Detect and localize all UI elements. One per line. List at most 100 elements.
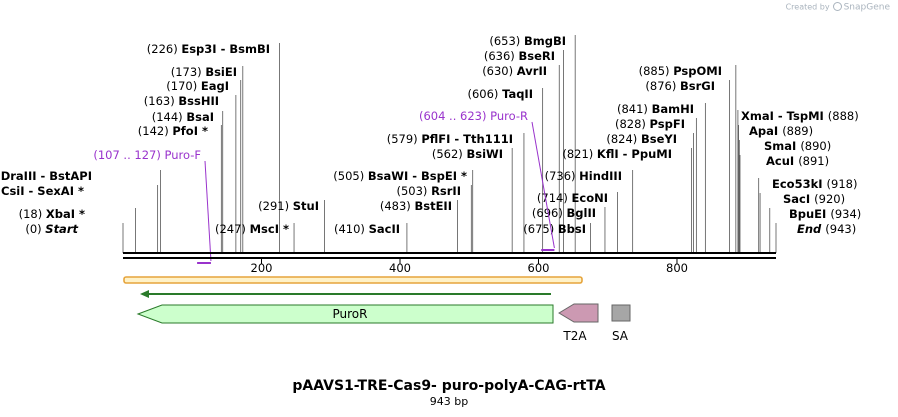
restriction-site: (54) DraIII - BstAPI: [0, 169, 161, 253]
puror-label: PuroR: [333, 307, 368, 321]
watermark-prefix: Created by: [785, 2, 830, 12]
site-enzyme: EcoNI: [572, 191, 608, 205]
site-position: (888): [828, 109, 859, 123]
restriction-site: (503) RsrII: [396, 184, 472, 253]
site-enzyme: BseYI: [641, 132, 677, 146]
site-position: (934): [830, 207, 861, 221]
site-enzyme: BsaI: [186, 110, 214, 124]
site-position: (828): [615, 117, 650, 131]
site-label: XmaI - TspMI (888): [741, 109, 859, 123]
site-enzyme: AvrII: [517, 64, 547, 78]
scale-tick-label: 600: [528, 261, 550, 275]
plasmid-length: 943 bp: [429, 395, 469, 408]
plasmid-name: pAAVS1-TRE-Cas9- puro-polyA-CAG-rtTA: [292, 378, 606, 394]
restriction-site: (170) EagI: [166, 79, 242, 253]
site-position: (918): [827, 177, 858, 191]
site-enzyme: SacI: [783, 192, 814, 206]
site-enzyme: BstEII: [414, 199, 452, 213]
site-label: (630) AvrII: [482, 64, 547, 78]
restriction-site: (173) BsiEI: [171, 65, 244, 253]
site-enzyme: XmaI - TspMI: [741, 109, 828, 123]
site-enzyme: BsrGI: [680, 79, 715, 93]
site-position: (885): [639, 64, 674, 78]
site-position: (824): [606, 132, 641, 146]
site-position: (821): [562, 147, 597, 161]
t2a-label: T2A: [562, 329, 587, 343]
site-label: (824) BseYI: [606, 132, 677, 146]
restriction-site: (579) PflFI - Tth111I: [387, 132, 525, 253]
site-enzyme: PspOMI: [673, 64, 722, 78]
restriction-site: (163) BssHII: [144, 94, 237, 253]
site-position: (144): [152, 110, 187, 124]
site-position: (173): [171, 65, 206, 79]
site-position: (291): [258, 199, 293, 213]
site-label: (18) XbaI *: [19, 207, 85, 221]
site-enzyme: BseRI: [518, 49, 555, 63]
site-enzyme: HindIII: [579, 169, 622, 183]
site-position: (891): [798, 154, 829, 168]
restriction-site: (828) PspFI: [615, 117, 697, 253]
site-position: (163): [144, 94, 179, 108]
site-enzyme: BglII: [567, 206, 597, 220]
restriction-site: (876) BsrGI: [645, 79, 731, 253]
site-position: (226): [147, 42, 182, 56]
restriction-site: (885) PspOMI: [639, 64, 737, 253]
site-label: (163) BssHII: [144, 94, 219, 108]
site-position: (170): [166, 79, 201, 93]
site-position: (714): [537, 191, 572, 205]
site-label: (291) StuI: [258, 199, 319, 213]
site-position: (562): [432, 147, 467, 161]
site-enzyme: RsrII: [431, 184, 461, 198]
site-position: (841): [617, 102, 652, 116]
site-position: (505): [333, 169, 368, 183]
site-label: (606) TaqII: [467, 87, 533, 101]
site-enzyme: BssHII: [178, 94, 219, 108]
site-label: ApaI (889): [749, 124, 813, 138]
restriction-site: (696) BglII: [532, 206, 606, 253]
site-enzyme: MscI *: [250, 222, 289, 236]
site-label: (579) PflFI - Tth111I: [387, 132, 513, 146]
site-enzyme: BsiEI: [205, 65, 237, 79]
orf-direction-arrowhead: [140, 290, 149, 298]
site-label: (821) KflI - PpuMI: [562, 147, 672, 161]
puror-arrow: [136, 304, 554, 324]
site-label: (173) BsiEI: [171, 65, 237, 79]
site-label: (505) BsaWI - BspEI *: [333, 169, 467, 183]
site-position: (920): [814, 192, 845, 206]
restriction-site: (841) BamHI: [617, 102, 706, 253]
scale-tick-label: 200: [251, 261, 273, 275]
site-position: (736): [545, 169, 580, 183]
orf-bar: [123, 276, 583, 284]
site-position: (606): [467, 87, 502, 101]
restriction-site: (144) BsaI: [152, 110, 224, 253]
site-enzyme: SmaI: [764, 139, 800, 153]
site-label: (562) BsiWI: [432, 147, 503, 161]
restriction-site: Eco53kI (918): [758, 177, 858, 253]
restriction-site: (18) XbaI *: [19, 207, 136, 253]
restriction-site: (636) BseRI: [484, 49, 564, 253]
site-enzyme: SacII: [369, 222, 400, 236]
site-label: BpuEI (934): [789, 207, 861, 221]
site-enzyme: BamHI: [652, 102, 694, 116]
site-label: (226) Esp3I - BsmBI: [147, 42, 270, 56]
site-enzyme: BsaWI - BspEI *: [368, 169, 467, 183]
restriction-site: (247) MscI *: [215, 222, 295, 253]
site-position: (943): [825, 222, 856, 236]
site-label: SmaI (890): [764, 139, 831, 153]
snapgene-watermark: Created by SnapGene: [786, 2, 890, 13]
site-label: (876) BsrGI: [645, 79, 715, 93]
restriction-site: (142) PfoI *: [138, 124, 222, 253]
restriction-site: (824) BseYI: [606, 132, 694, 253]
site-enzyme: PfoI *: [172, 124, 208, 138]
watermark-brand: SnapGene: [843, 2, 890, 13]
site-label: (144) BsaI: [152, 110, 214, 124]
site-enzyme: Eco53kI: [772, 177, 827, 191]
restriction-site: (483) BstEII: [380, 199, 458, 253]
primer-leader-line: [204, 160, 212, 262]
restriction-site: (675) BbsI: [523, 222, 591, 253]
site-position: (142): [138, 124, 173, 138]
site-label: (885) PspOMI: [639, 64, 722, 78]
primer: (107 .. 127) Puro-F: [93, 148, 212, 264]
